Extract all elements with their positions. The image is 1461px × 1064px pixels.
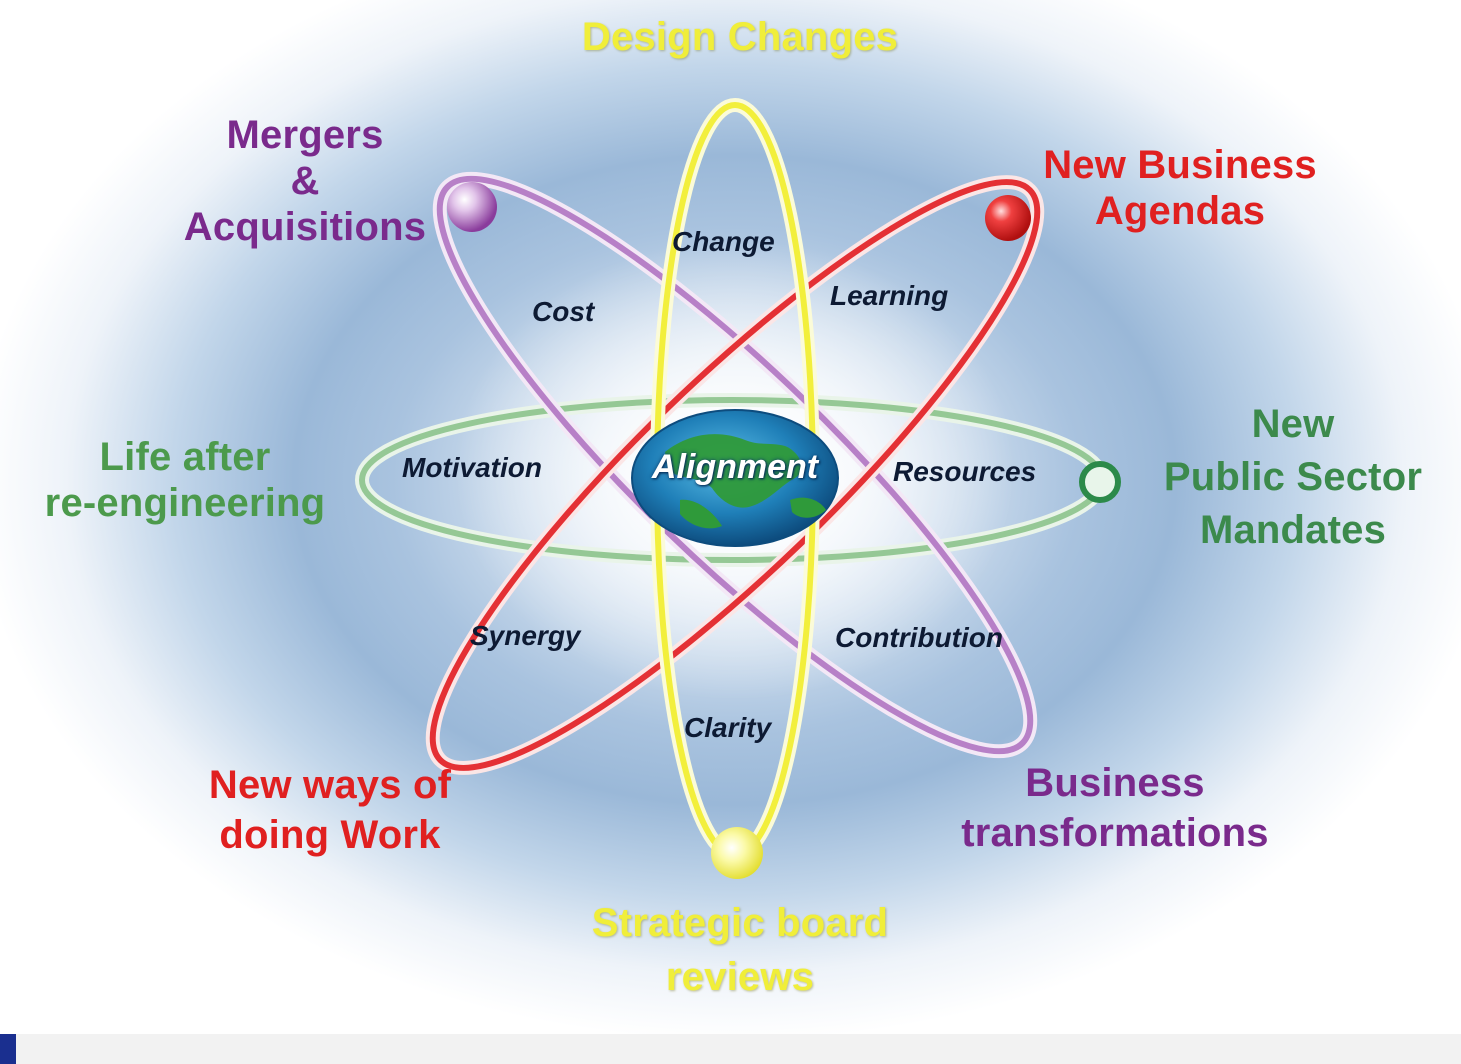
inner-label-cost: Cost [532, 296, 595, 327]
label-life-after-reengineering: Life after re-engineering [10, 434, 360, 526]
label-line: Strategic board [591, 901, 889, 945]
inner-label-motivation: Motivation [402, 452, 542, 483]
label-line: New Business [1043, 143, 1317, 187]
label-line: Business [1025, 761, 1205, 805]
label-line: Acquisitions [183, 205, 427, 249]
label-line: Mandates [1199, 508, 1387, 553]
label-strategic-board-reviews: Strategic board reviews [540, 896, 940, 1004]
label-new-business-agendas: New Business Agendas [1010, 142, 1350, 234]
green-ring-icon [1079, 461, 1121, 503]
label-line: Mergers [226, 113, 384, 157]
globe-icon [631, 409, 839, 547]
label-line: Agendas [1094, 189, 1266, 233]
bottom-band [0, 1034, 1461, 1064]
label-line: Life after [99, 435, 271, 479]
inner-label-learning: Learning [830, 280, 949, 311]
label-line: reviews [665, 955, 815, 999]
inner-label-contribution: Contribution [835, 622, 1003, 653]
label-new-ways-of-work: New ways of doing Work [165, 760, 495, 860]
label-line: doing Work [219, 813, 441, 857]
inner-label-clarity: Clarity [684, 712, 772, 743]
purple-orbit [436, 175, 1034, 755]
label-line: New [1251, 402, 1335, 446]
label-line: New ways of [208, 763, 452, 807]
label-public-sector-mandates: New Public Sector Mandates [1138, 398, 1448, 558]
red-orbit [429, 179, 1041, 771]
label-line: transformations [961, 811, 1269, 855]
yellow-sphere-icon [711, 827, 763, 879]
center-label-alignment: Alignment [651, 448, 819, 486]
inner-label-resources: Resources [893, 456, 1037, 487]
label-business-transformations: Business transformations [920, 758, 1310, 858]
label-design-changes: Design Changes [520, 14, 960, 60]
label-line: Public Sector [1163, 455, 1423, 500]
label-mergers-acquisitions: Mergers & Acquisitions [140, 112, 470, 250]
label-line: re-engineering [44, 481, 326, 525]
red-sphere-icon [985, 195, 1031, 241]
inner-label-synergy: Synergy [470, 620, 581, 651]
inner-label-change: Change [672, 226, 775, 257]
corner-mark [0, 1034, 16, 1064]
label-line: Design Changes [581, 15, 899, 59]
label-line: & [290, 159, 320, 203]
purple-sphere-icon [447, 182, 497, 232]
